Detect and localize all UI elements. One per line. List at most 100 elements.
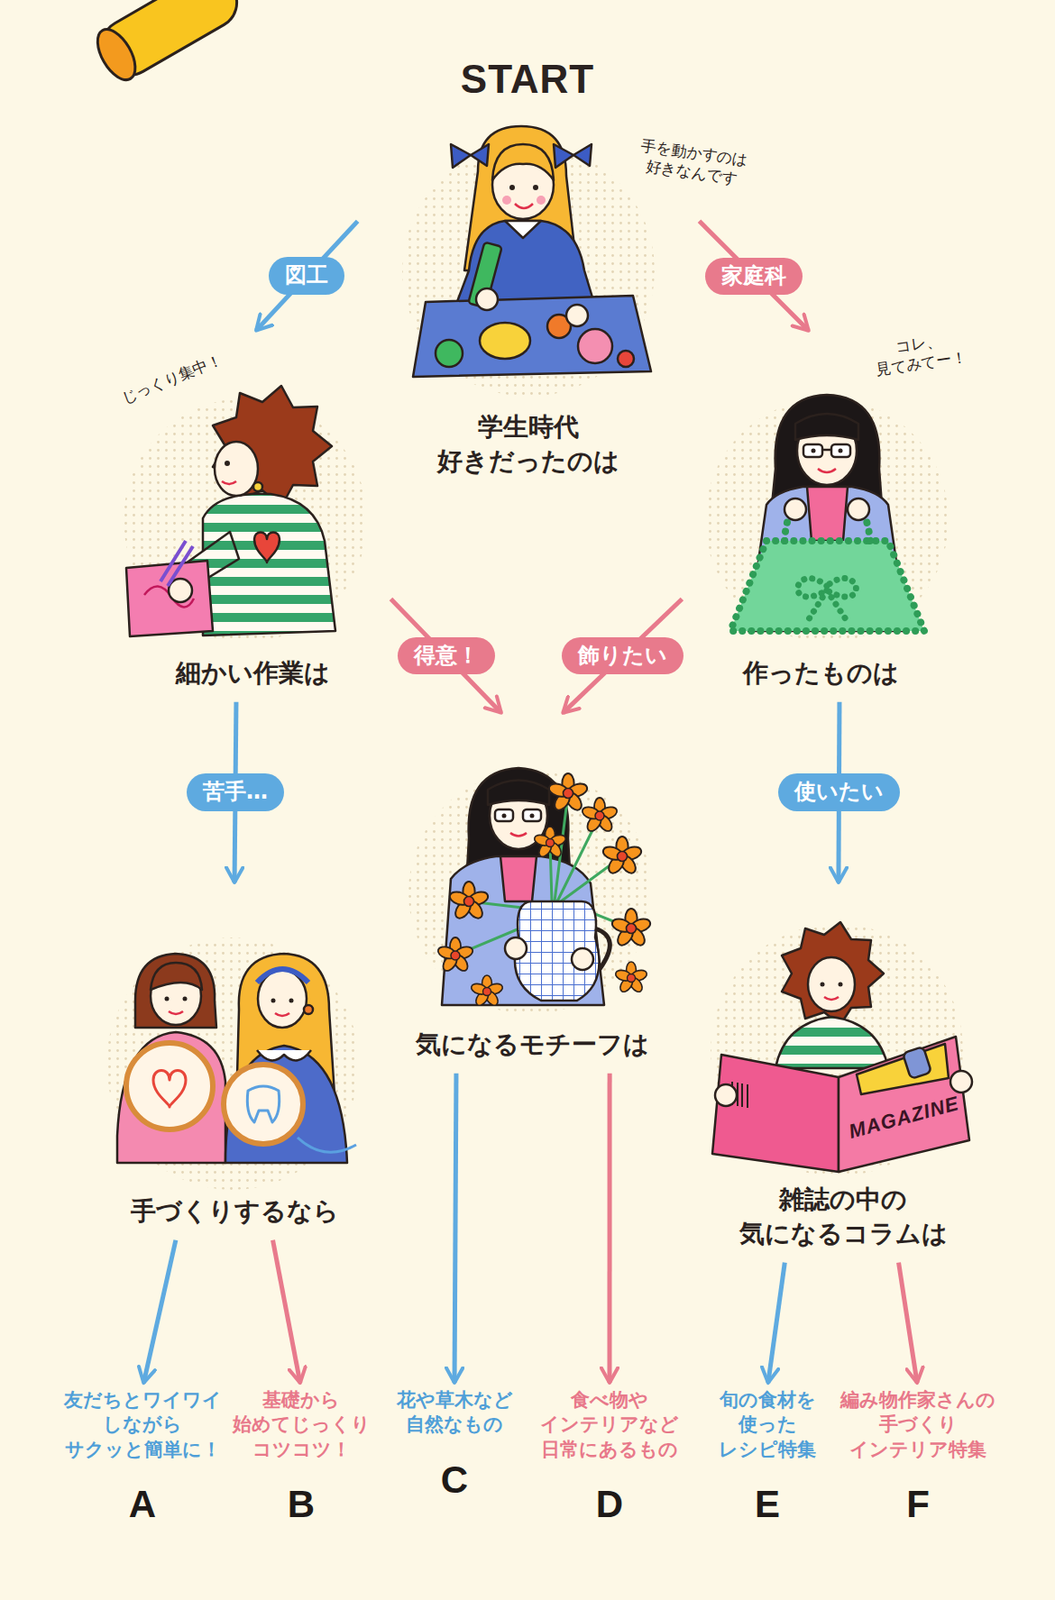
embroidery-friends — [247, 1086, 279, 1123]
crafting-girl — [536, 195, 546, 205]
edge-label-pill: 使いたい — [778, 773, 900, 811]
embroidery-friends — [297, 1137, 357, 1153]
flow-arrow — [143, 1240, 176, 1384]
bead-bag-woman — [811, 449, 817, 454]
embroidery-friends — [256, 1050, 312, 1061]
handwritten-note: じっくり集中！ — [118, 349, 226, 409]
magazine-reader — [838, 982, 844, 988]
flow-arrow — [256, 220, 358, 331]
cutting-woman — [224, 460, 230, 467]
flower-vase-woman — [601, 836, 643, 877]
embroidery-friends — [117, 1032, 226, 1164]
flower-vase-woman — [448, 881, 490, 922]
result-letter: C — [396, 1461, 514, 1500]
magazine-reader — [710, 922, 973, 1177]
flow-arrow — [390, 599, 501, 714]
flower-vase-woman — [500, 856, 537, 902]
flower-vase-woman — [495, 809, 514, 822]
cutting-woman — [126, 560, 213, 637]
result-letter: E — [718, 1486, 817, 1524]
flow-arrow — [699, 220, 809, 331]
crafting-girl — [553, 144, 592, 168]
question-node: 雑誌の中の 気になるコラムは — [698, 888, 988, 1259]
question-node: 作ったものは — [685, 334, 956, 698]
result-letter: A — [64, 1486, 222, 1524]
magazine-reader — [950, 1071, 973, 1093]
flower-vase-woman — [514, 901, 600, 1001]
crafting-girl — [532, 184, 539, 191]
magazine-reader — [838, 1036, 970, 1173]
embroidery-friends — [271, 999, 276, 1004]
flower-vase-woman — [436, 937, 475, 974]
crafting-girl — [509, 184, 515, 191]
question-text: 手づくりするなら — [130, 1194, 340, 1230]
crafting-girl — [402, 126, 655, 397]
flow-arrow — [899, 1263, 918, 1385]
magazine-reader — [807, 957, 855, 1012]
flow-arrow — [273, 1240, 301, 1384]
embroidery-friends — [256, 969, 309, 983]
flower-vase-woman — [441, 856, 605, 1006]
bead-bag-woman — [847, 498, 870, 521]
crafting-girl — [402, 144, 655, 397]
magazine-reader — [824, 997, 839, 1000]
embroidery-friends — [150, 963, 202, 991]
embroidery-friends — [223, 1064, 303, 1145]
crafting-girl — [450, 144, 489, 168]
flower-vase-woman — [580, 798, 619, 835]
flower-vase-woman — [614, 962, 649, 995]
flower-vase-woman — [408, 768, 652, 1015]
flower-vase-woman — [502, 814, 507, 819]
cutting-woman — [254, 532, 280, 564]
magazine-reader — [781, 922, 884, 1026]
question-node: 手づくりするなら — [90, 888, 379, 1237]
question-text: 作ったものは — [743, 656, 900, 691]
embroidery-friends — [165, 997, 170, 1002]
result-text: 編み物作家さんの 手づくり インテリア特集 — [840, 1388, 996, 1463]
bead-bag-woman — [705, 398, 949, 643]
embroidery-friends — [183, 997, 188, 1002]
bead-bag-woman — [817, 468, 836, 473]
flower-vase-woman — [610, 908, 652, 949]
flow-arrow — [454, 1073, 457, 1384]
crafting-girl — [577, 329, 613, 364]
result-node: 花や草木など 自然なものC — [396, 1388, 514, 1500]
bead-bag-woman — [795, 413, 859, 441]
flower-vase-woman — [547, 773, 589, 814]
edge-label-pill: 飾りたい — [561, 637, 684, 675]
flower-vase-woman — [408, 770, 652, 1015]
bead-bag-woman — [807, 486, 848, 542]
bead-bag-woman — [730, 541, 925, 632]
flower-vase-woman — [469, 975, 505, 1009]
flower-vase-woman — [487, 780, 550, 807]
flower-vase-woman — [504, 937, 527, 960]
bead-bag-woman — [798, 578, 857, 623]
bead-bag-woman — [822, 449, 832, 452]
bead-bag-woman — [838, 449, 844, 454]
flower-vase-woman — [571, 948, 594, 971]
crafting-girl — [504, 220, 542, 239]
magazine-reader — [856, 1044, 949, 1095]
crafting-girl — [617, 350, 634, 367]
question-text: 細かい作業は — [175, 656, 331, 691]
magazine-reader — [712, 1055, 839, 1173]
yellow-tool — [90, 0, 247, 86]
embroidery-friends — [289, 999, 294, 1004]
result-text: 友だちとワイワイ しながら サクッと簡単に！ — [64, 1388, 222, 1463]
embroidery-friends — [106, 937, 359, 1191]
flower-vase-woman — [532, 826, 568, 860]
flow-arrow — [607, 1073, 613, 1384]
flower-vase-woman — [595, 928, 610, 970]
embroidery-friends — [275, 1013, 290, 1017]
question-text: 雑誌の中の 気になるコラムは — [739, 1183, 948, 1252]
question-text: 学生時代 好きだったのは — [437, 410, 620, 479]
embroidery-friends — [126, 1043, 213, 1130]
result-letter: D — [540, 1486, 679, 1524]
flower-vase-woman — [510, 833, 527, 837]
yellow-tool — [90, 0, 247, 86]
result-text: 旬の食材を 使った レシピ特集 — [718, 1388, 817, 1463]
crafting-girl — [492, 144, 554, 181]
embroidery-friends — [135, 954, 217, 1028]
embroidery-friends — [303, 1005, 313, 1015]
